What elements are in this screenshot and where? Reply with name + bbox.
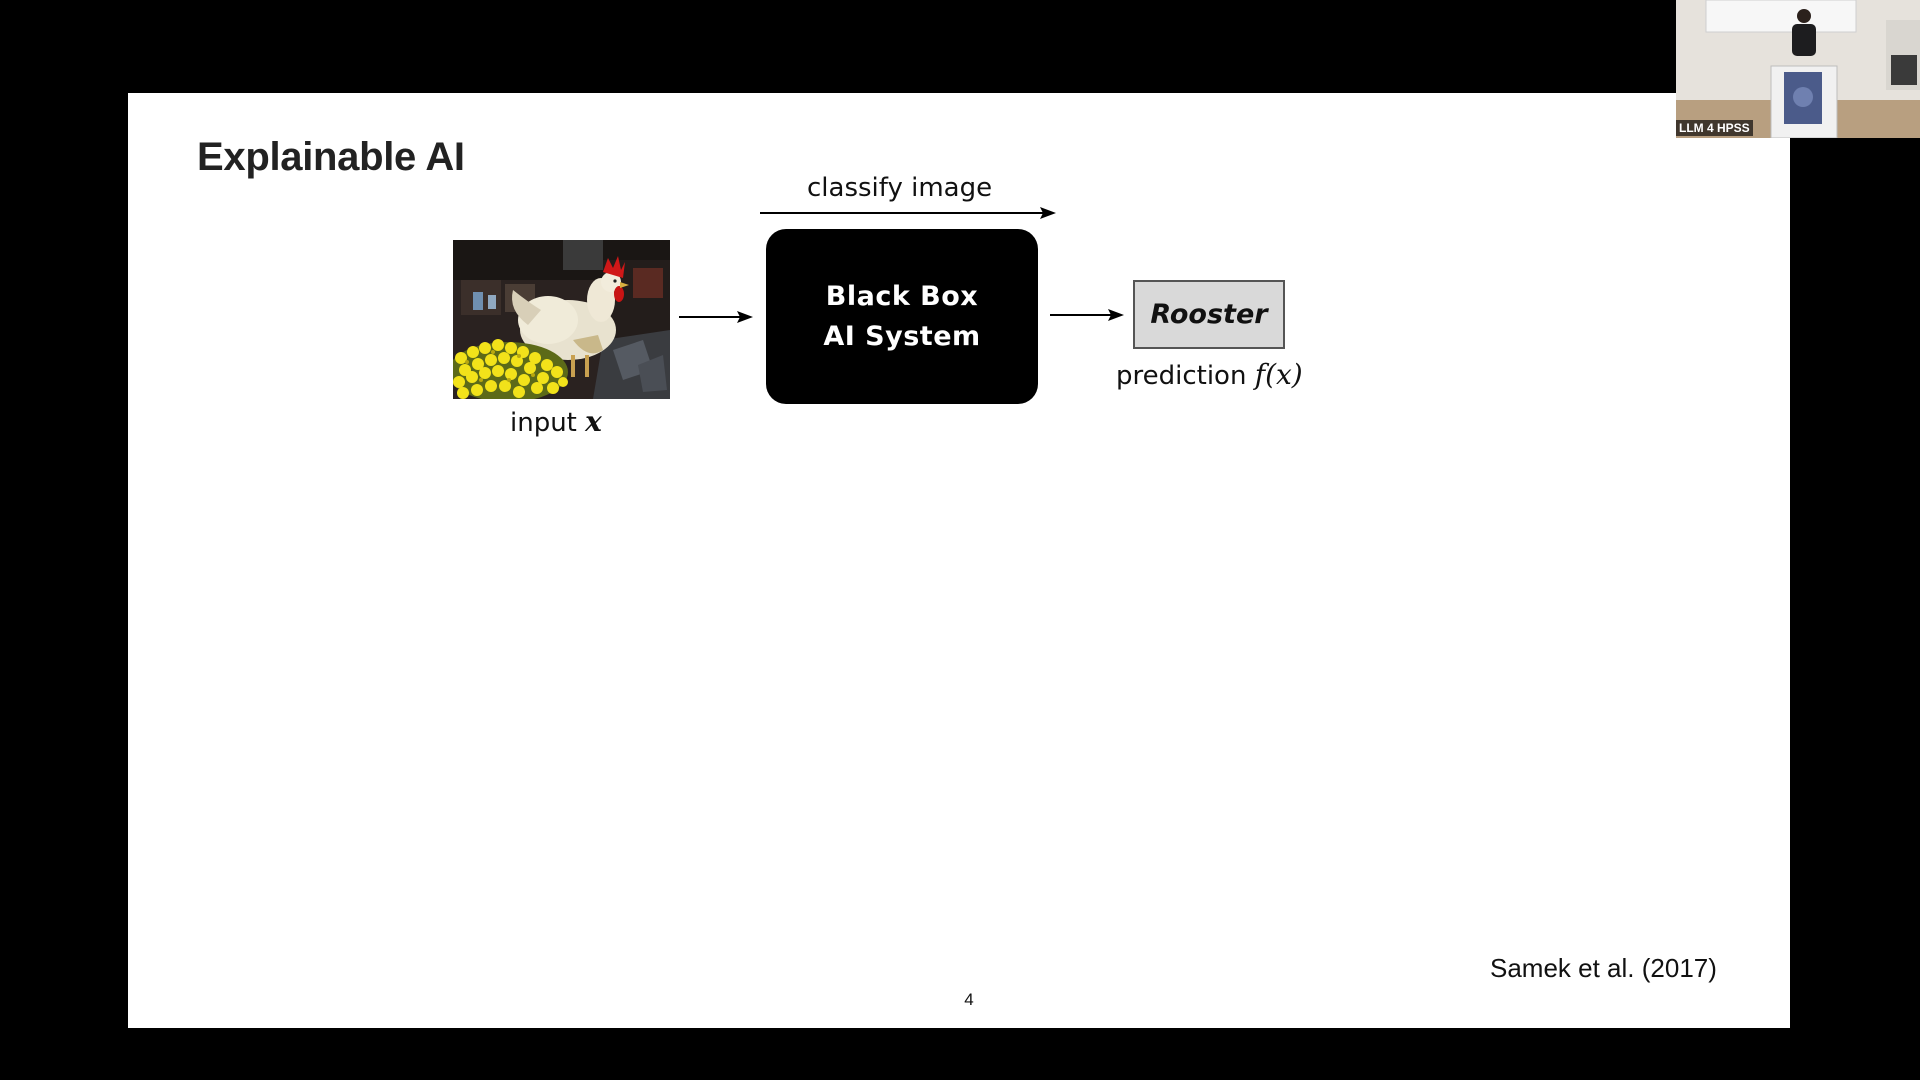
input-label: input x [510, 405, 602, 438]
webcam-label: LLM 4 HPSS [1676, 120, 1753, 136]
classify-arrow [760, 207, 1056, 219]
model-to-prediction-arrow [1050, 309, 1124, 321]
input-variable: x [585, 405, 602, 438]
prediction-label: prediction f(x) [1116, 358, 1303, 391]
classify-image-label: classify image [807, 173, 993, 203]
rooster-input-image [453, 240, 670, 399]
citation: Samek et al. (2017) [1490, 953, 1717, 983]
input-label-text: input [510, 408, 577, 438]
prediction-function: f(x) [1254, 358, 1303, 391]
black-box-line1: Black Box [825, 280, 979, 312]
prediction-box: Rooster [1133, 280, 1285, 349]
black-box-line2: AI System [823, 320, 981, 352]
input-to-model-arrow [679, 311, 753, 323]
black-box-ai-system: Black Box AI System [766, 229, 1038, 404]
speaker-video-frame [1676, 0, 1920, 138]
slide-title: Explainable AI [197, 135, 465, 179]
prediction-label-text: prediction [1116, 361, 1247, 391]
page-number: 4 [964, 990, 974, 1009]
speaker-webcam: LLM 4 HPSS [1676, 0, 1920, 138]
slide: Explainable AI classify image [128, 93, 1790, 1028]
